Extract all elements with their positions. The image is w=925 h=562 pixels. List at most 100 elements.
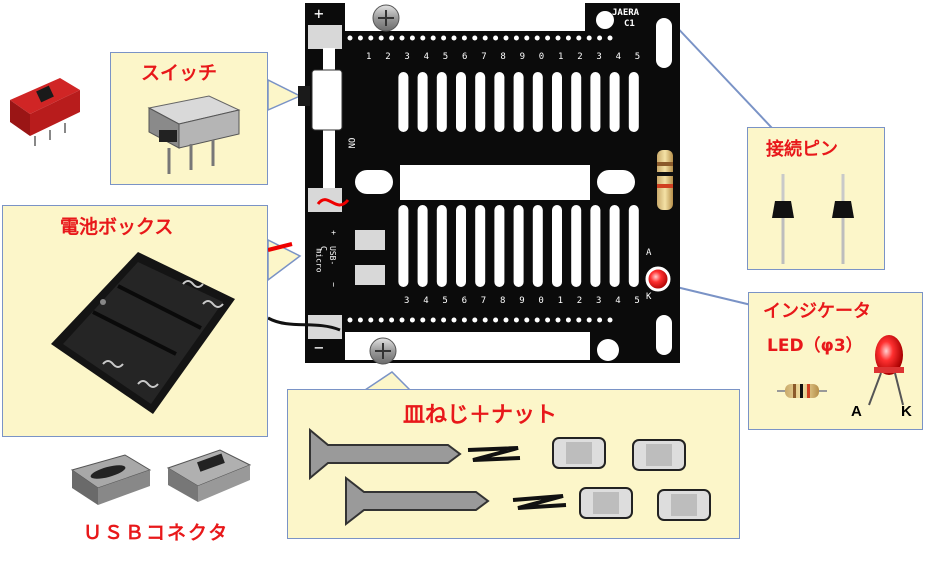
hole bbox=[493, 35, 499, 41]
spring-icon bbox=[467, 446, 521, 462]
top-number: 5 bbox=[634, 52, 641, 62]
lower-strip bbox=[513, 205, 524, 287]
top-number: 2 bbox=[385, 52, 391, 62]
board-screw-bottom bbox=[369, 337, 397, 365]
upper-strip bbox=[417, 72, 428, 132]
upper-strip bbox=[456, 72, 466, 132]
hole bbox=[503, 35, 509, 41]
lower-strip bbox=[571, 205, 582, 287]
top-number: 3 bbox=[404, 52, 410, 62]
upper-strip bbox=[590, 72, 601, 132]
top-number: 3 bbox=[596, 52, 602, 62]
upper-strip bbox=[513, 72, 524, 132]
top-number: 4 bbox=[423, 52, 430, 62]
hole bbox=[607, 317, 613, 323]
bottom-number: 0 bbox=[538, 296, 544, 306]
upper-strip bbox=[552, 72, 562, 132]
hole bbox=[399, 317, 405, 323]
board-model: C1 bbox=[624, 19, 635, 29]
top-number: 1 bbox=[366, 52, 372, 62]
switch-label: スイッチ bbox=[141, 62, 218, 84]
top-number: 0 bbox=[538, 52, 545, 62]
upper-strip bbox=[532, 72, 543, 132]
lower-strip bbox=[552, 205, 562, 287]
hole bbox=[534, 317, 540, 323]
hole bbox=[493, 317, 499, 323]
hole bbox=[357, 317, 363, 323]
top-number: 8 bbox=[500, 52, 506, 62]
led-callout: インジケータ LED（φ3） A K bbox=[748, 292, 923, 430]
usb-text-line: micro bbox=[314, 248, 324, 273]
board-plus-mark: + bbox=[314, 4, 324, 23]
hole bbox=[357, 35, 363, 41]
nut-icon bbox=[579, 487, 633, 519]
hardware-illustration bbox=[309, 427, 711, 527]
bottom-number: 3 bbox=[404, 296, 410, 306]
usb-board-text: + USB-C micro − bbox=[314, 228, 339, 288]
bottom-number: 1 bbox=[557, 296, 564, 306]
screw-callout-tail bbox=[362, 371, 412, 391]
hole bbox=[586, 35, 592, 41]
upper-strip bbox=[475, 72, 486, 132]
board-resistor bbox=[657, 150, 673, 210]
board-on-label: ON bbox=[345, 137, 356, 149]
board-screw-top bbox=[372, 4, 400, 32]
hole bbox=[545, 317, 551, 323]
hole bbox=[389, 317, 395, 323]
board-switch bbox=[311, 69, 343, 131]
top-number: 7 bbox=[481, 52, 487, 62]
hole bbox=[555, 35, 561, 41]
lower-strip bbox=[475, 205, 486, 287]
usb-text-line: + bbox=[328, 230, 338, 235]
hole bbox=[368, 317, 374, 323]
lower-strip bbox=[398, 205, 409, 287]
hole bbox=[347, 317, 353, 323]
hole bbox=[378, 35, 384, 41]
lower-strip bbox=[494, 205, 505, 287]
hole bbox=[389, 35, 395, 41]
top-number: 2 bbox=[577, 52, 583, 62]
hole bbox=[409, 35, 415, 41]
black-wire bbox=[267, 316, 341, 332]
hole bbox=[472, 317, 478, 323]
bottom-number: 8 bbox=[500, 296, 506, 306]
switch-callout: スイッチ bbox=[110, 52, 268, 185]
bottom-number: 2 bbox=[576, 296, 583, 306]
hole bbox=[597, 317, 603, 323]
bottom-number: 5 bbox=[442, 296, 448, 306]
hole bbox=[513, 317, 519, 323]
hole bbox=[597, 35, 603, 41]
lower-strip bbox=[609, 205, 620, 287]
lower-strip bbox=[590, 205, 601, 287]
battery-callout: 電池ボックス bbox=[2, 205, 268, 437]
hole bbox=[451, 317, 457, 323]
upper-strip bbox=[628, 72, 639, 132]
bottom-number: 5 bbox=[634, 296, 640, 306]
board-minus-mark: − bbox=[314, 338, 324, 357]
hole bbox=[409, 317, 415, 323]
hole bbox=[607, 35, 613, 41]
slide-switch-icon bbox=[147, 95, 241, 174]
top-number: 9 bbox=[519, 52, 526, 62]
upper-strip bbox=[436, 72, 447, 132]
pin-header-label: 接続ピン bbox=[766, 139, 838, 160]
red-wire bbox=[316, 198, 350, 207]
usb-c-icon bbox=[70, 454, 152, 505]
hole bbox=[586, 317, 592, 323]
upper-strip bbox=[398, 72, 409, 132]
hole bbox=[524, 317, 530, 323]
board-a-mark: A bbox=[646, 248, 652, 258]
bottom-number: 4 bbox=[423, 296, 429, 306]
flat-screw-icon bbox=[309, 427, 462, 481]
screw-callout: 皿ねじ＋ナット bbox=[287, 389, 740, 539]
hole bbox=[472, 35, 478, 41]
hole bbox=[576, 35, 582, 41]
hole bbox=[503, 317, 509, 323]
anode-label: A bbox=[851, 403, 862, 420]
hole bbox=[430, 317, 436, 323]
micro-usb-icon bbox=[166, 449, 252, 502]
nut-icon bbox=[552, 437, 606, 469]
switch-callout-tail bbox=[267, 78, 302, 112]
led-icon bbox=[868, 335, 904, 406]
